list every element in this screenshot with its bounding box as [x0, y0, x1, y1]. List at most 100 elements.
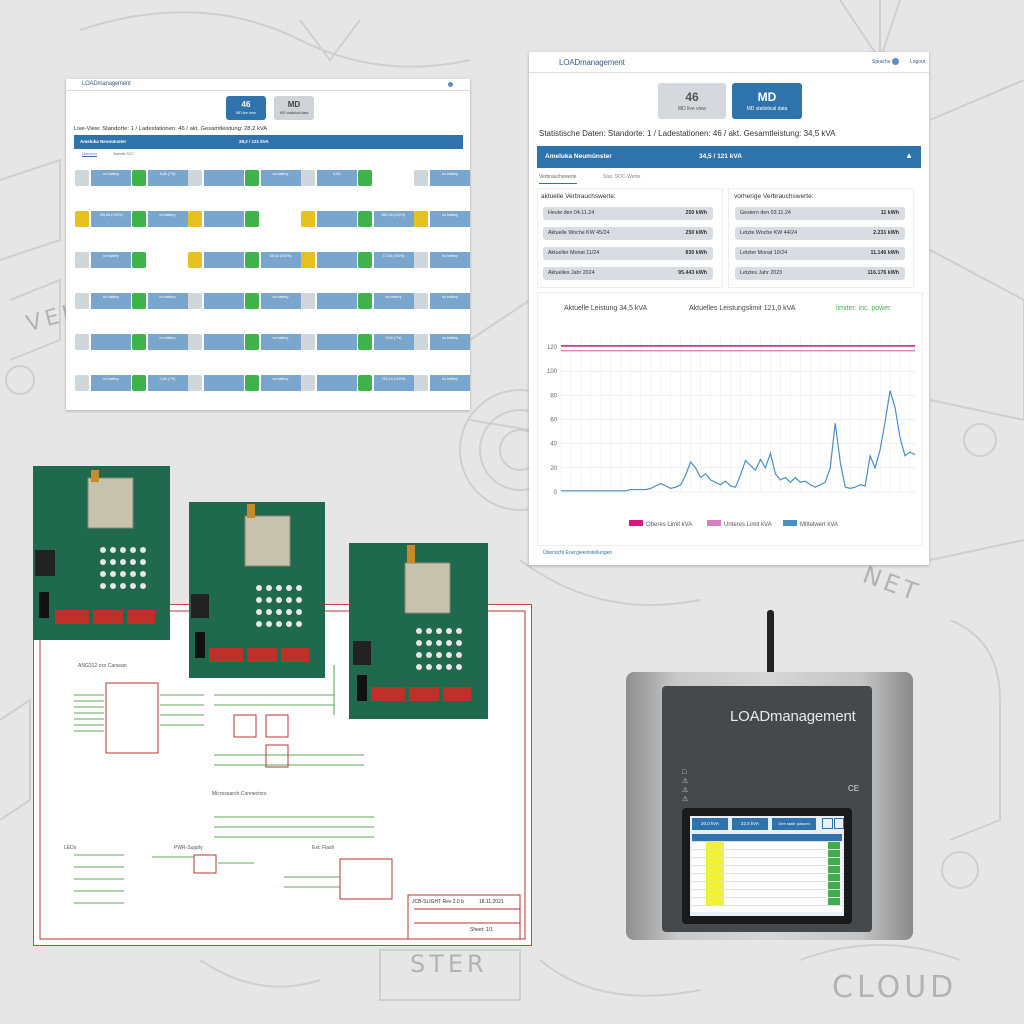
station-cell[interactable]: no battery: [413, 368, 470, 405]
device-table-row: [692, 858, 842, 866]
device-screen-table: [692, 834, 842, 912]
station-cell[interactable]: [300, 286, 357, 323]
stats-language-icon[interactable]: [892, 58, 899, 65]
stats-tab-live-view[interactable]: 46 MD live view: [658, 83, 726, 119]
device-table-flag-cell: [828, 866, 840, 873]
charger-icon: [414, 375, 428, 391]
value-pill-value: 95.443 kWh: [678, 270, 707, 276]
device-screen-icon[interactable]: [822, 818, 833, 829]
live-subtab-2[interactable]: Statistik SOC: [113, 152, 134, 156]
y-tick-label: 20: [550, 466, 557, 472]
station-cell[interactable]: [300, 204, 357, 241]
station-status-box: 793,1A (100%): [373, 375, 414, 391]
live-subtab-1[interactable]: Übersicht: [82, 152, 97, 157]
value-pill-value: 250 kWh: [685, 230, 708, 236]
station-cell[interactable]: no battery: [131, 327, 188, 364]
device-screen-display: 20,0 kVA 22,5 kVA Gen state passed: [690, 816, 844, 916]
station-status-box: no battery: [147, 334, 188, 350]
station-cell[interactable]: [244, 204, 301, 241]
station-cell[interactable]: [300, 327, 357, 364]
stats-logout-link[interactable]: Logout: [910, 59, 926, 65]
series-line-2: [561, 390, 916, 492]
station-cell[interactable]: [187, 327, 244, 364]
station-cell[interactable]: [300, 368, 357, 405]
station-cell[interactable]: no battery: [244, 286, 301, 323]
station-cell[interactable]: no battery: [244, 163, 301, 200]
y-tick-label: 120: [547, 345, 558, 351]
station-cell[interactable]: 793,1A (100%): [357, 368, 414, 405]
live-header-rule: [66, 90, 470, 91]
station-cell[interactable]: [187, 245, 244, 282]
device-table-flag-cell: [828, 882, 840, 889]
limiter-label: limiter: inc. power: [836, 305, 891, 312]
stats-language-label[interactable]: Sprache: [872, 59, 891, 65]
station-cell[interactable]: no battery: [413, 286, 470, 323]
station-cell[interactable]: no battery: [74, 286, 131, 323]
station-cell[interactable]: 0,8A (7%): [131, 368, 188, 405]
device-screen-icon-2[interactable]: [834, 818, 844, 829]
station-cell[interactable]: [74, 327, 131, 364]
charger-icon: [357, 293, 372, 309]
station-cell[interactable]: no battery: [131, 204, 188, 241]
station-cell[interactable]: 8,8A (7%): [131, 163, 188, 200]
station-status-box: [317, 211, 357, 227]
station-cell[interactable]: [187, 204, 244, 241]
station-cell[interactable]: no battery: [131, 286, 188, 323]
pcb-board-2: [191, 504, 309, 662]
previous-values-card: [728, 188, 914, 288]
station-status-box: [317, 293, 357, 309]
station-cell[interactable]: 882,0A (100%): [357, 204, 414, 241]
station-cell[interactable]: [187, 286, 244, 323]
charger-icon: [301, 211, 315, 227]
station-cell[interactable]: 0,0A: [300, 163, 357, 200]
energy-settings-link[interactable]: Übersicht Energieeinstellungen: [543, 550, 613, 556]
station-cell[interactable]: [300, 245, 357, 282]
station-status-box: no battery: [430, 334, 470, 350]
charger-icon: [301, 170, 315, 186]
live-language-icon[interactable]: [448, 82, 453, 87]
station-cell[interactable]: [131, 245, 188, 282]
station-cell[interactable]: no battery: [357, 286, 414, 323]
station-cell[interactable]: [187, 163, 244, 200]
station-cell[interactable]: [357, 163, 414, 200]
stats-subtab-1[interactable]: Verbrauchswerte: [539, 174, 577, 184]
station-status-box: [204, 170, 244, 186]
legend-swatch: [629, 520, 643, 526]
live-site-power: 28,2 / 121 kVA: [239, 139, 269, 144]
legend-label: Oberes Limit kVA: [646, 522, 692, 528]
live-tab-live-view[interactable]: 46 MD live view: [226, 96, 266, 120]
station-status-box: no battery: [91, 252, 131, 268]
charger-icon: [301, 375, 315, 391]
schematic-connectors-block: Microsearch-Connectors: [212, 791, 267, 797]
collapse-chevron-icon[interactable]: ▲: [905, 151, 913, 160]
live-tab-statistics[interactable]: MD MD statistical data: [274, 96, 314, 120]
station-cell[interactable]: no battery: [74, 245, 131, 282]
charger-icon: [188, 293, 202, 309]
station-cell[interactable]: no battery: [244, 368, 301, 405]
charger-icon: [188, 334, 202, 350]
station-cell[interactable]: no battery: [413, 245, 470, 282]
live-site-bar[interactable]: Ameluka Neumünster 28,2 / 121 kVA: [74, 135, 463, 149]
station-cell[interactable]: [187, 368, 244, 405]
device-touchscreen[interactable]: 20,0 kVA 22,5 kVA Gen state passed: [682, 808, 852, 924]
station-cell[interactable]: no battery: [244, 327, 301, 364]
station-cell[interactable]: 8,0A (7%): [357, 327, 414, 364]
station-cell[interactable]: no battery: [74, 163, 131, 200]
station-cell[interactable]: 196,8A (100%): [74, 204, 131, 241]
station-cell[interactable]: no battery: [413, 327, 470, 364]
station-cell[interactable]: no battery: [413, 163, 470, 200]
value-pill-label: Letztes Jahr 2023: [740, 270, 783, 276]
station-cell[interactable]: 72,0A (100%): [357, 245, 414, 282]
charger-icon: [414, 293, 428, 309]
station-cell[interactable]: no battery: [74, 368, 131, 405]
stats-subtab-2[interactable]: Stat. SOC-Werte: [603, 174, 641, 180]
stats-site-bar[interactable]: Ameluka Neumünster 34,5 / 121 kVA ▲: [537, 146, 921, 168]
station-cell[interactable]: 58,0A (100%): [244, 245, 301, 282]
station-status-box: no battery: [147, 211, 188, 227]
stats-tab-statistics[interactable]: MD MD statistical data: [732, 83, 802, 119]
stats-header-rule: [529, 72, 929, 73]
station-status-box: [204, 252, 244, 268]
station-cell[interactable]: no battery: [413, 204, 470, 241]
